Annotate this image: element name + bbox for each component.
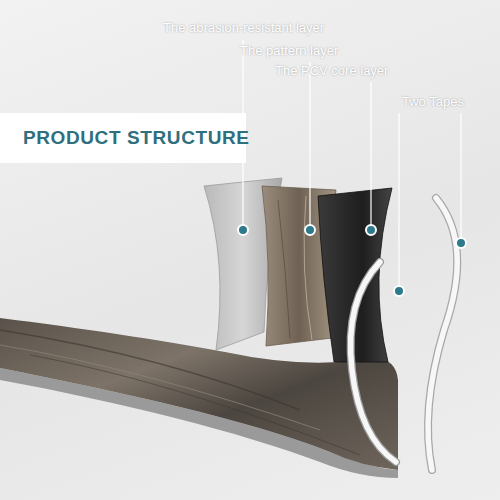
tape-outline: [351, 262, 396, 462]
wood-grain: [278, 200, 290, 338]
core-layer: [318, 188, 392, 362]
callout-dot: [366, 225, 376, 235]
tape-strip: [428, 198, 457, 470]
wood-grain: [0, 330, 300, 410]
diagram-title: PRODUCT STRUCTURE: [23, 127, 250, 149]
tape-strip: [351, 262, 396, 462]
layer-label: The abrasion-resistant layer: [163, 20, 324, 35]
wood-grain: [304, 196, 312, 340]
tape-outline: [428, 198, 457, 470]
callout-dot: [456, 238, 466, 248]
wood-grain: [0, 345, 320, 430]
leader-line: [398, 113, 399, 291]
wood-grain: [30, 355, 360, 455]
layer-label: The pattern layer: [240, 43, 338, 58]
layer-label: Two Tapes: [402, 94, 464, 109]
callout-dot: [394, 286, 404, 296]
callout-dot: [238, 225, 248, 235]
callout-dot: [305, 225, 315, 235]
leader-line: [309, 62, 310, 230]
leader-line: [460, 113, 461, 243]
title-band: PRODUCT STRUCTURE: [0, 113, 246, 163]
leader-line: [370, 82, 371, 230]
layer-label: The PCV core layer: [275, 63, 388, 78]
